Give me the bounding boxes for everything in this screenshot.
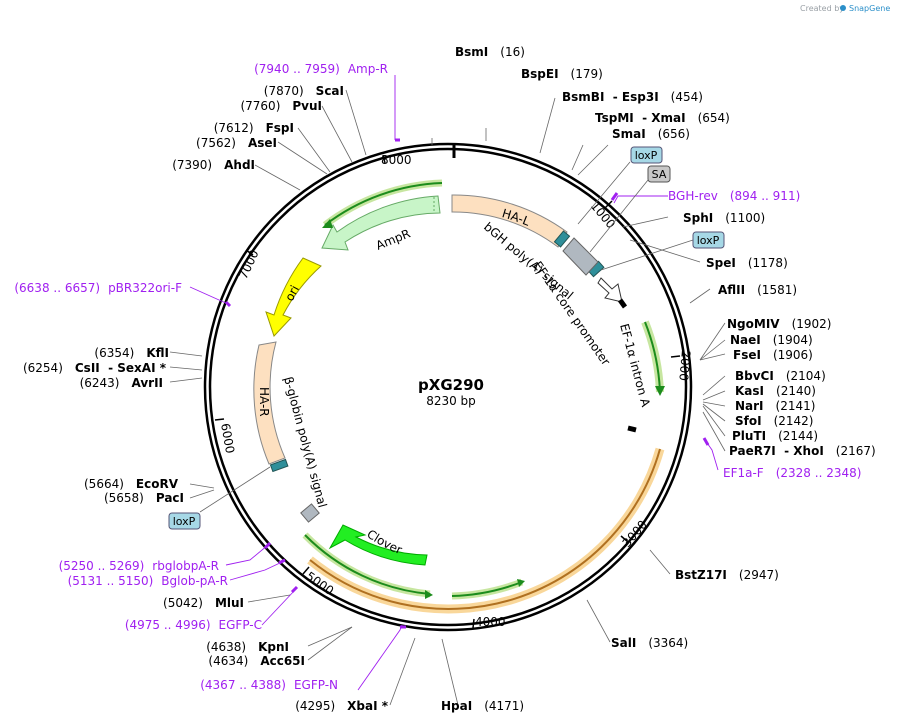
site-aflii: AflII(1581) [718,283,797,297]
tick-label-8000: 8000 [381,153,412,167]
site-naei: NaeI(1904) [730,333,813,347]
tick-label-2000: 2000 [676,350,693,382]
feature-ha-r-label: HA-R [257,387,271,417]
svg-text:SnapGene: SnapGene [849,4,890,13]
feature-beta-globin-label: β-globin poly(A) signal [281,375,329,509]
feature-beta-globin-polya [300,503,320,523]
tick-label-4000: 4000 [475,615,506,629]
loxp-marker-3 [269,458,289,473]
feature-ampr [321,195,441,251]
backbone-inner [208,147,688,627]
site-fsei: FseI(1906) [733,348,813,362]
feature-ori-label: ori [282,283,302,303]
site-bstz17i: BstZ17I(2947) [675,568,779,582]
site-bsmi: BsmI(16) [455,45,525,59]
site-ahdi: (7390)AhdI [172,158,255,172]
tick-marks [214,154,681,629]
snapgene-credit: Created by SnapGene [800,4,890,13]
orange-band-glow [307,447,665,614]
primer-rbglobpa-r: (5250 .. 5269)rbglobpA-R [59,559,219,573]
site-acc65i: (4634)Acc65I [208,654,305,668]
site-paer7i-xhoi: PaeR7I - XhoI(2167) [729,444,876,458]
primer-labels: (7940 .. 7959)Amp-R BGH-rev(894 .. 911) … [14,62,861,692]
intron-start-mark [617,298,628,309]
feature-ef1a-core-promoter [597,277,623,303]
loxp-box-3: loxP [168,466,271,530]
site-sphi: SphI(1100) [683,211,765,225]
site-labels: BsmI(16) BspEI(179) BsmBI - Esp3I(454) T… [23,45,876,713]
loxp-box-2: loxP [600,231,725,271]
tick-label-7000: 7000 [236,248,262,282]
primer-leaders [189,75,719,691]
site-asei: (7562)AseI [196,136,277,150]
feature-clover [328,524,428,566]
backbone-outer [203,142,693,632]
svg-text:loxP: loxP [173,515,196,528]
plasmid-length: 8230 bp [426,394,476,408]
loxp-marker-1 [553,230,571,248]
feature-bgh-polya [562,237,599,276]
ampr-arrow [324,182,443,226]
site-leaders [169,89,726,706]
site-sali: SalI(3364) [611,636,688,650]
primer-bgh-rev: BGH-rev(894 .. 911) [668,189,800,203]
site-bbvci: BbvCI(2104) [735,369,826,383]
svg-text:SA: SA [652,168,667,181]
site-kfli: (6354)KflI [94,346,169,360]
loxp-box-1: loxP [577,146,663,225]
site-spei: SpeI(1178) [706,256,788,270]
site-ecorv: (5664)EcoRV [84,477,179,491]
primer-egfp-n: (4367 .. 4388)EGFP-N [200,678,338,692]
site-sfoi: SfoI(2142) [735,414,813,428]
tick-label-6000: 6000 [218,422,237,455]
site-avrii: (6243)AvrII [80,376,163,390]
site-pluti: PluTI(2144) [732,429,818,443]
site-scai: (7870)ScaI [264,84,344,98]
site-kasi: KasI(2140) [735,384,816,398]
site-paci: (5658)PacI [104,491,184,505]
feature-ampr-label: AmpR [374,226,412,252]
svg-text:loxP: loxP [697,234,720,247]
plasmid-name: pXG290 [418,376,484,394]
primer-ef1a-f: EF1a-F(2328 .. 2348) [723,466,861,480]
site-bsmbi-esp3i: BsmBI - Esp3I(454) [562,90,703,104]
primer-amp-r: (7940 .. 7959)Amp-R [254,62,388,76]
feature-ha-r [253,341,286,465]
site-kpni: (4638)KpnI [206,640,289,654]
site-hpai: HpaI(4171) [441,699,524,713]
svg-text:loxP: loxP [635,149,658,162]
site-pvui: (7760)PvuI [240,99,322,113]
orange-band [309,448,661,610]
site-fspi: (7612)FspI [214,121,294,135]
inner-arrow-1 [304,534,431,595]
feature-ha-l [451,194,568,248]
primer-bglob-pa-r: (5131 .. 5150)Bglob-pA-R [68,574,228,588]
sa-box: SA [589,165,671,253]
inner-arrow-glow-2 [451,578,524,600]
site-tspmi-xmai: TspMI - XmaI(654) [595,111,730,125]
svg-text:Created by: Created by [800,4,844,13]
site-smai: SmaI(656) [612,127,690,141]
site-mlui: (5042)MluI [163,596,244,610]
site-nari: NarI(2141) [735,399,815,413]
feature-ori [265,257,322,337]
site-csii-sexai: (6254)CsII - SexAI * [23,361,167,375]
site-bspei: BspEI(179) [521,67,603,81]
feature-ef1a-core-label: EF-1α core promoter [531,259,613,368]
primer-egfp-c: (4975 .. 4996)EGFP-C [125,618,262,632]
site-ngomiv: NgoMIV(1902) [727,317,831,331]
intron-end-mark [627,425,637,433]
intron-arrowhead [655,386,665,396]
primer-pbr322ori-f: (6638 .. 6657)pBR322ori-F [14,281,182,295]
site-xbai: (4295)XbaI * [295,699,388,713]
